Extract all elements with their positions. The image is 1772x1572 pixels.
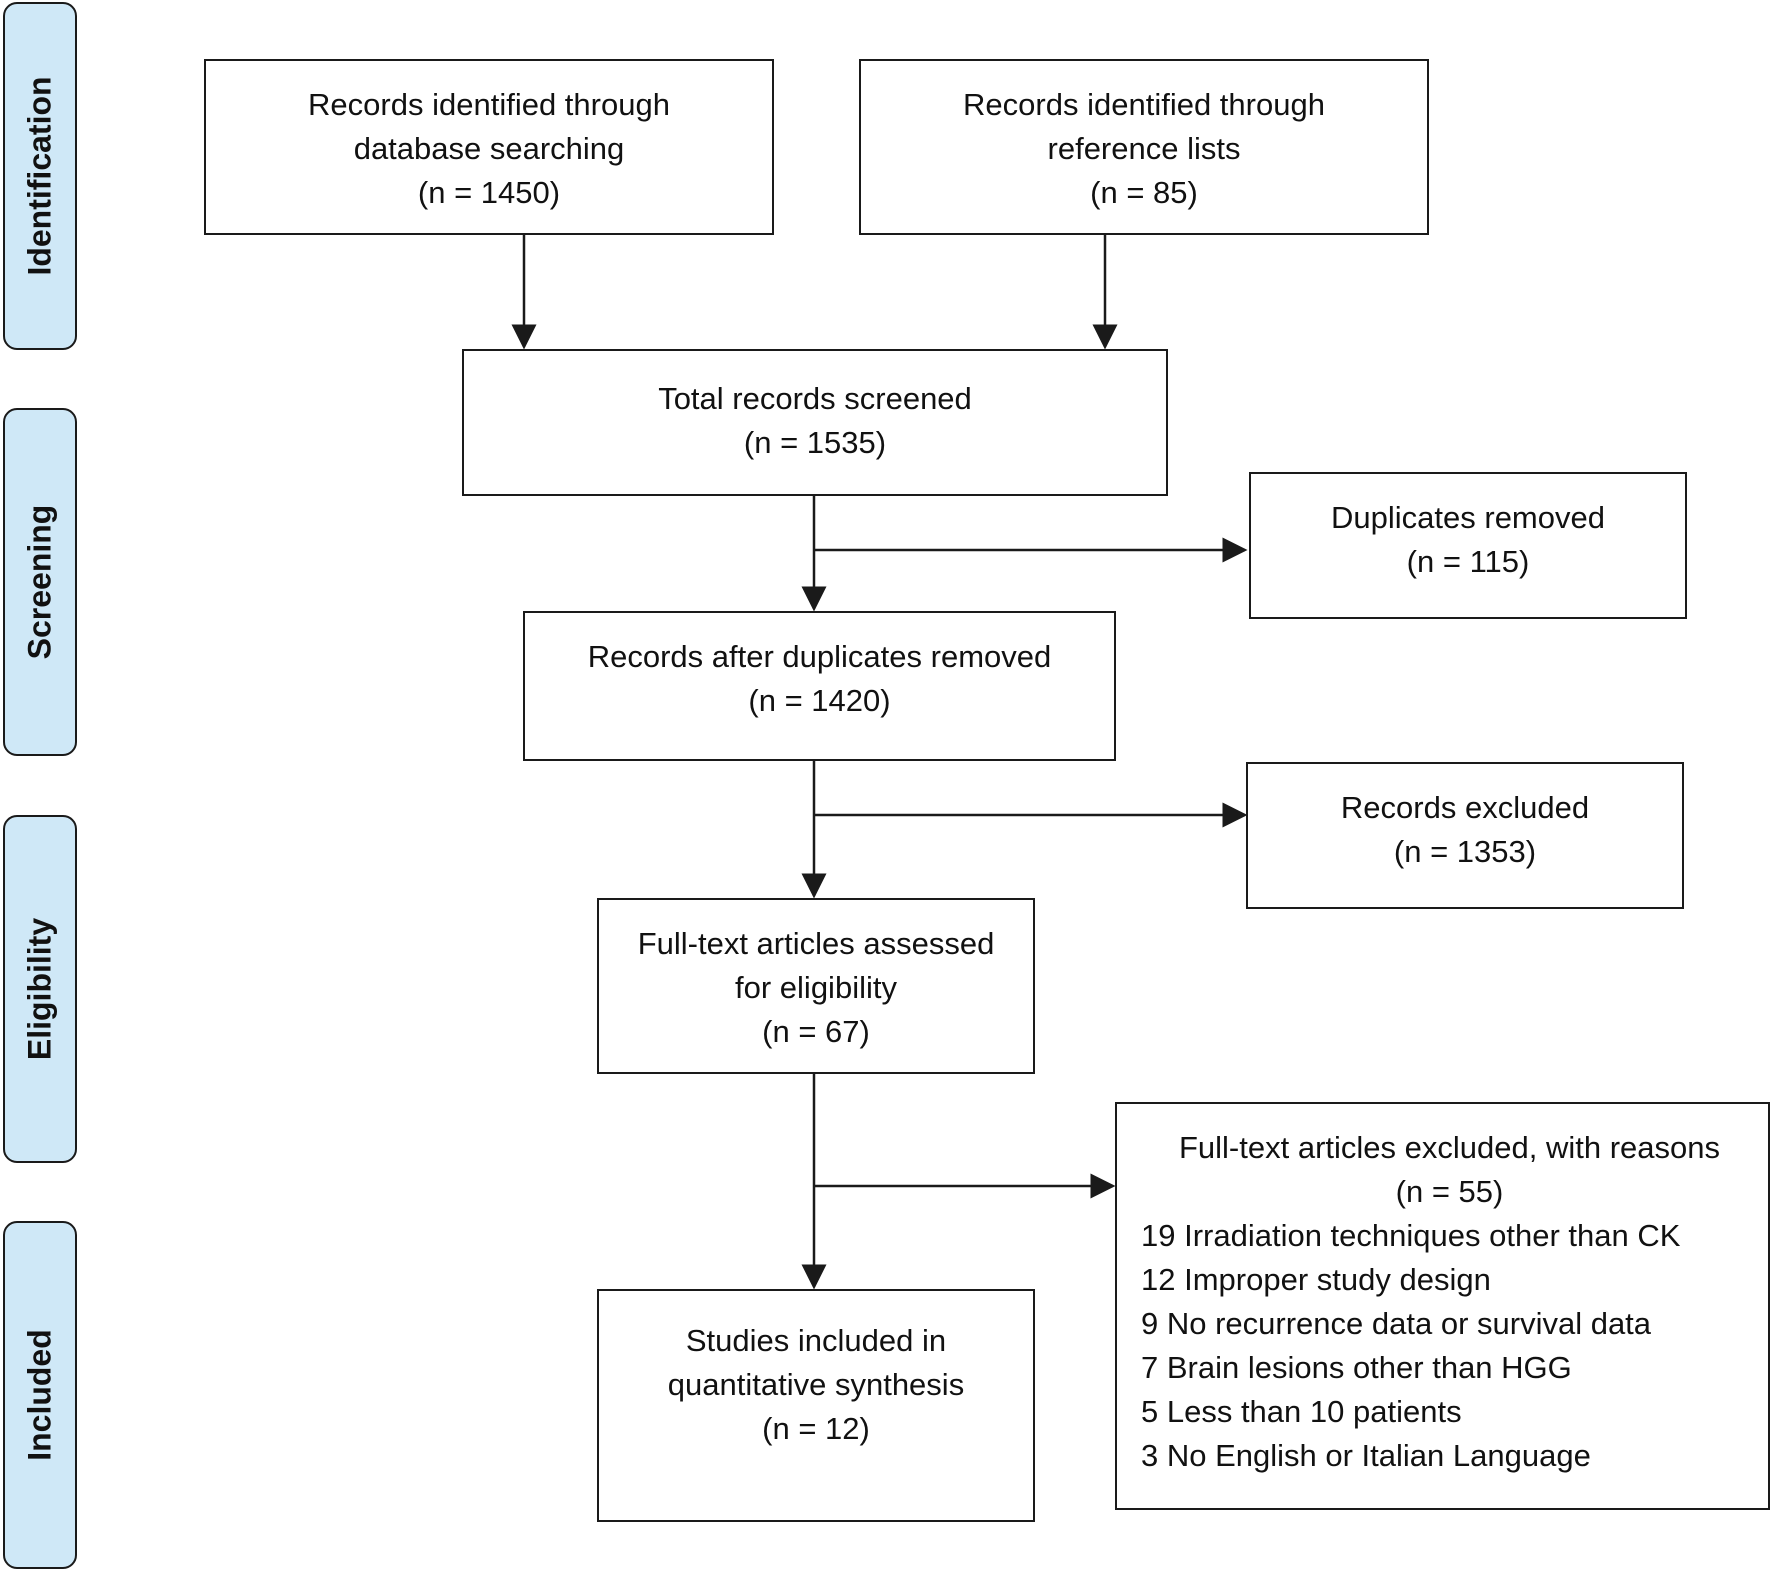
reason-item: 5 Less than 10 patients [1141, 1394, 1462, 1429]
box-duplicates-removed: Duplicates removed (n = 115) [1249, 472, 1687, 619]
stage-screening: Screening [3, 408, 77, 756]
box-database-searching: Records identified through database sear… [204, 59, 774, 235]
included-count: (n = 12) [762, 1411, 870, 1446]
fulltext-line2: for eligibility [735, 970, 897, 1005]
stage-identification: Identification [3, 2, 77, 350]
stage-included: Included [3, 1221, 77, 1569]
box-fulltext-assessed: Full-text articles assessed for eligibil… [597, 898, 1035, 1074]
excluded-count: (n = 1353) [1393, 834, 1537, 869]
reason-item: 12 Improper study design [1141, 1262, 1491, 1297]
database-line1: Records identified through [308, 87, 670, 122]
duplicates-line1: Duplicates removed [1331, 500, 1605, 535]
screened-count: (n = 1535) [743, 425, 887, 460]
duplicates-count: (n = 115) [1406, 544, 1530, 579]
fulltext-excluded-title: Full-text articles excluded, with reason… [1178, 1130, 1720, 1165]
reference-count: (n = 85) [1090, 175, 1198, 210]
after-dup-count: (n = 1420) [748, 683, 891, 718]
reason-item: 9 No recurrence data or survival data [1141, 1306, 1652, 1341]
reason-item: 7 Brain lesions other than HGG [1141, 1350, 1572, 1385]
box-studies-included: Studies included in quantitative synthes… [597, 1289, 1035, 1522]
reference-line1: Records identified through [963, 87, 1325, 122]
database-line2: database searching [353, 131, 625, 166]
screened-line1: Total records screened [658, 381, 972, 416]
stage-eligibility: Eligibility [3, 815, 77, 1163]
database-count: (n = 1450) [417, 175, 561, 210]
reason-item: 19 Irradiation techniques other than CK [1141, 1218, 1681, 1253]
box-total-screened: Total records screened (n = 1535) [462, 349, 1168, 496]
after-dup-line1: Records after duplicates removed [587, 639, 1052, 674]
reason-item: 3 No English or Italian Language [1141, 1438, 1591, 1473]
fulltext-line1: Full-text articles assessed [637, 926, 995, 961]
excluded-line1: Records excluded [1340, 790, 1590, 825]
included-line2: quantitative synthesis [667, 1367, 965, 1402]
reference-line2: reference lists [1047, 131, 1241, 166]
box-reference-lists: Records identified through reference lis… [859, 59, 1429, 235]
fulltext-count: (n = 67) [762, 1014, 870, 1049]
included-line1: Studies included in [685, 1323, 947, 1358]
fulltext-excluded-count: (n = 55) [1395, 1174, 1504, 1209]
box-after-duplicates: Records after duplicates removed (n = 14… [523, 611, 1116, 761]
box-fulltext-excluded: Full-text articles excluded, with reason… [1115, 1102, 1770, 1510]
box-records-excluded: Records excluded (n = 1353) [1246, 762, 1684, 909]
